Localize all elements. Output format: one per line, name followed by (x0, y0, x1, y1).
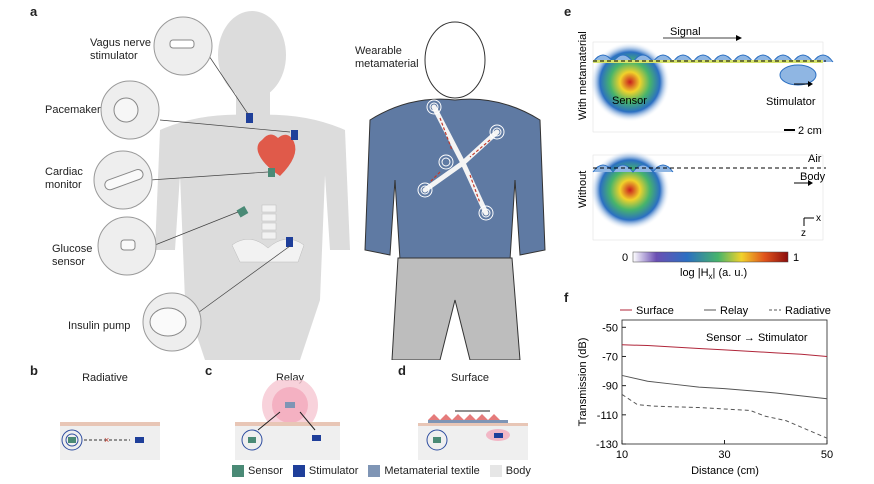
label-axis-x: x (816, 213, 821, 224)
legend-sensor: Sensor (232, 465, 283, 477)
panel-letter-f: f (564, 290, 569, 305)
chart-series (621, 344, 828, 439)
y-tick-label: -70 (602, 351, 618, 363)
x-axis-label: Distance (cm) (691, 465, 759, 477)
y-tick-label: -90 (602, 381, 618, 393)
field-map-with-metamaterial (590, 35, 834, 133)
y-tick-label: -110 (597, 410, 618, 422)
label-insulin-pump: Insulin pump (68, 320, 131, 332)
panel-letter-e: e (564, 4, 572, 19)
panel-letter-b: b (30, 363, 38, 378)
label-sensor: Sensor (612, 95, 647, 107)
legend-label-radiative: Radiative (785, 305, 831, 317)
field-map-without (590, 150, 826, 241)
glucose-sensor-implant (236, 206, 249, 218)
legend-metamaterial-textile: Metamaterial textile (368, 465, 480, 477)
label-vagus-nerve-stimulator: Vagus nerve stimulator (90, 37, 151, 62)
panel-a-illustration (93, 11, 546, 360)
label-cardiac-monitor: Cardiac monitor (45, 166, 83, 191)
label-without: Without (577, 171, 589, 208)
colorbar-max: 1 (793, 252, 799, 264)
panel-letter-d: d (398, 363, 406, 378)
body-silhouette (155, 11, 350, 360)
y-axis-label: Transmission (dB) (577, 338, 589, 427)
label-air: Air (808, 153, 822, 165)
legend-label-surface: Surface (636, 305, 674, 317)
surface-diagram (418, 410, 528, 460)
label-with-metamaterial: With metamaterial (577, 31, 589, 120)
legend: Sensor Stimulator Metamaterial textile B… (232, 463, 541, 479)
x-tick-label: 30 (718, 449, 730, 461)
label-glucose-sensor: Glucose sensor (52, 243, 93, 268)
y-tick-label: -130 (596, 439, 618, 451)
radiative-title: Radiative (82, 372, 128, 384)
label-signal: Signal (670, 26, 701, 38)
legend-body: Body (489, 465, 531, 477)
series-line-relay (621, 374, 828, 400)
y-tick-label: -50 (602, 322, 618, 334)
legend-stimulator: Stimulator (292, 465, 358, 477)
x-axis: 10 30 50 (616, 440, 833, 461)
panel-e-field-maps: With metamaterial Without Signal Sensor … (577, 26, 834, 281)
label-pacemaker: Pacemaker (45, 104, 101, 116)
label-wearable-metamaterial: Wearable metamaterial (355, 45, 419, 70)
colorbar-label: log |Hx| (a. u.) (680, 267, 747, 281)
legend-label-relay: Relay (720, 305, 749, 317)
cardiac-monitor-implant (268, 168, 275, 177)
label-stimulator: Stimulator (766, 96, 816, 108)
heart-organ (257, 134, 296, 176)
series-line-radiative (621, 393, 828, 439)
pacemaker-implant (291, 130, 298, 140)
relay-diagram (235, 380, 340, 460)
colorbar-min: 0 (622, 252, 628, 264)
surface-title: Surface (451, 372, 489, 384)
panel-letter-c: c (205, 363, 213, 378)
label-axis-z: z (801, 228, 806, 239)
panel-letter-a: a (30, 4, 38, 19)
x-tick-label: 50 (821, 449, 833, 461)
svg-text:×: × (104, 435, 109, 445)
chart-annotation: Sensor → Stimulator (706, 332, 808, 344)
colorbar (632, 251, 789, 263)
label-body: Body (800, 171, 826, 183)
y-axis: -50 -70 -90 -110 -130 (596, 322, 626, 451)
radiative-diagram: × (60, 422, 160, 460)
x-tick-label: 10 (616, 449, 628, 461)
leader-lines (149, 49, 291, 316)
device-icons (104, 39, 195, 337)
insulin-pump-implant (286, 237, 293, 247)
label-scale: 2 cm (798, 125, 822, 137)
chart-legend: Surface Relay Radiative (620, 305, 831, 317)
series-line-surface (621, 344, 828, 357)
vagus-implant (246, 113, 253, 123)
wearer-figure (364, 21, 546, 360)
panels-bcd-illustration: × (60, 380, 528, 460)
